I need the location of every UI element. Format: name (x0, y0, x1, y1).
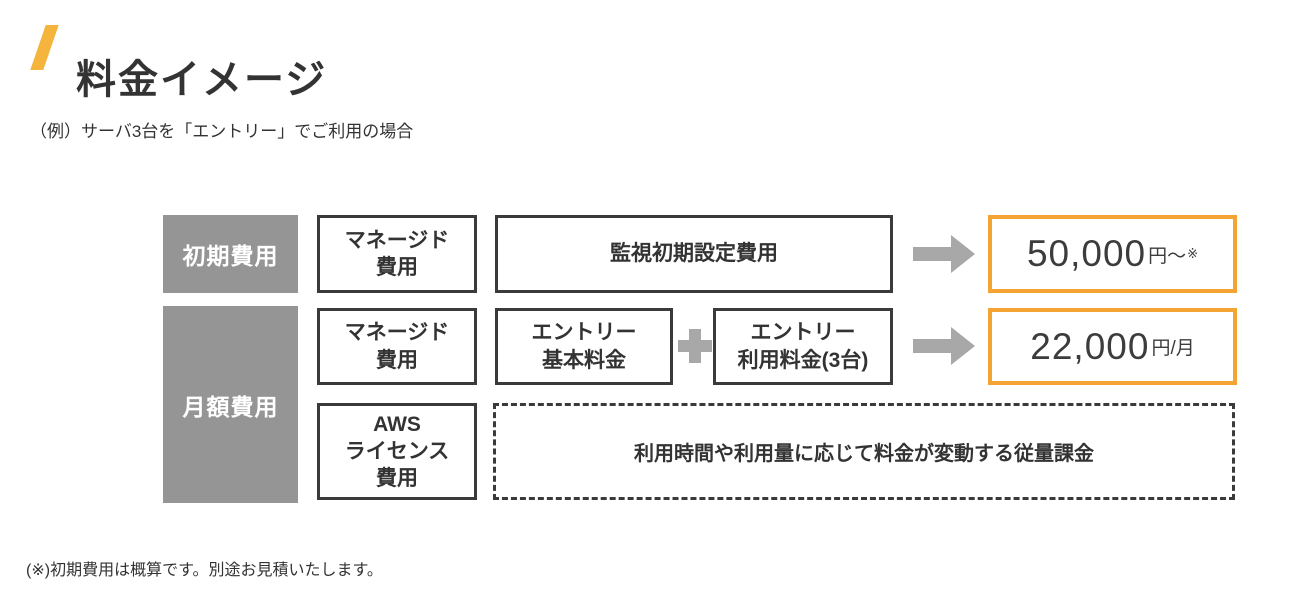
plus-icon (678, 329, 712, 363)
arrow-right-icon (913, 327, 975, 365)
arrow-shaft (913, 339, 951, 353)
arrow-right-icon (913, 235, 975, 273)
monthly-unit: 円/月 (1151, 338, 1195, 359)
box-managed-fee-monthly: マネージド 費用 (317, 308, 477, 385)
initial-note-mark: ※ (1187, 246, 1199, 261)
example-subtitle: （例）サーバ3台を「エントリー」でご利用の場合 (30, 122, 414, 141)
initial-unit: 円～ (1148, 245, 1187, 267)
arrow-head (951, 235, 975, 273)
arrow-shaft (913, 247, 951, 261)
initial-amount: 50,000 (1026, 233, 1147, 274)
slash-icon (30, 25, 59, 70)
footnote: (※)初期費用は概算です。別途お見積いたします。 (26, 562, 383, 579)
box-entry-base-fee: エントリー 基本料金 (495, 308, 673, 385)
box-entry-usage-fee: エントリー 利用料金(3台) (713, 308, 893, 385)
box-monitoring-setup-fee: 監視初期設定費用 (495, 215, 893, 293)
category-initial-cost: 初期費用 (163, 215, 298, 293)
box-metered-billing: 利用時間や利用量に応じて料金が変動する従量課金 (493, 403, 1235, 500)
category-monthly-cost: 月額費用 (163, 306, 298, 503)
monthly-amount: 22,000 (1030, 325, 1150, 367)
page-title: 料金イメージ (76, 57, 328, 102)
box-aws-license-fee: AWS ライセンス 費用 (317, 403, 477, 500)
plus-vertical-bar (689, 329, 701, 363)
arrow-head (951, 327, 975, 365)
box-managed-fee-initial: マネージド 費用 (317, 215, 477, 293)
